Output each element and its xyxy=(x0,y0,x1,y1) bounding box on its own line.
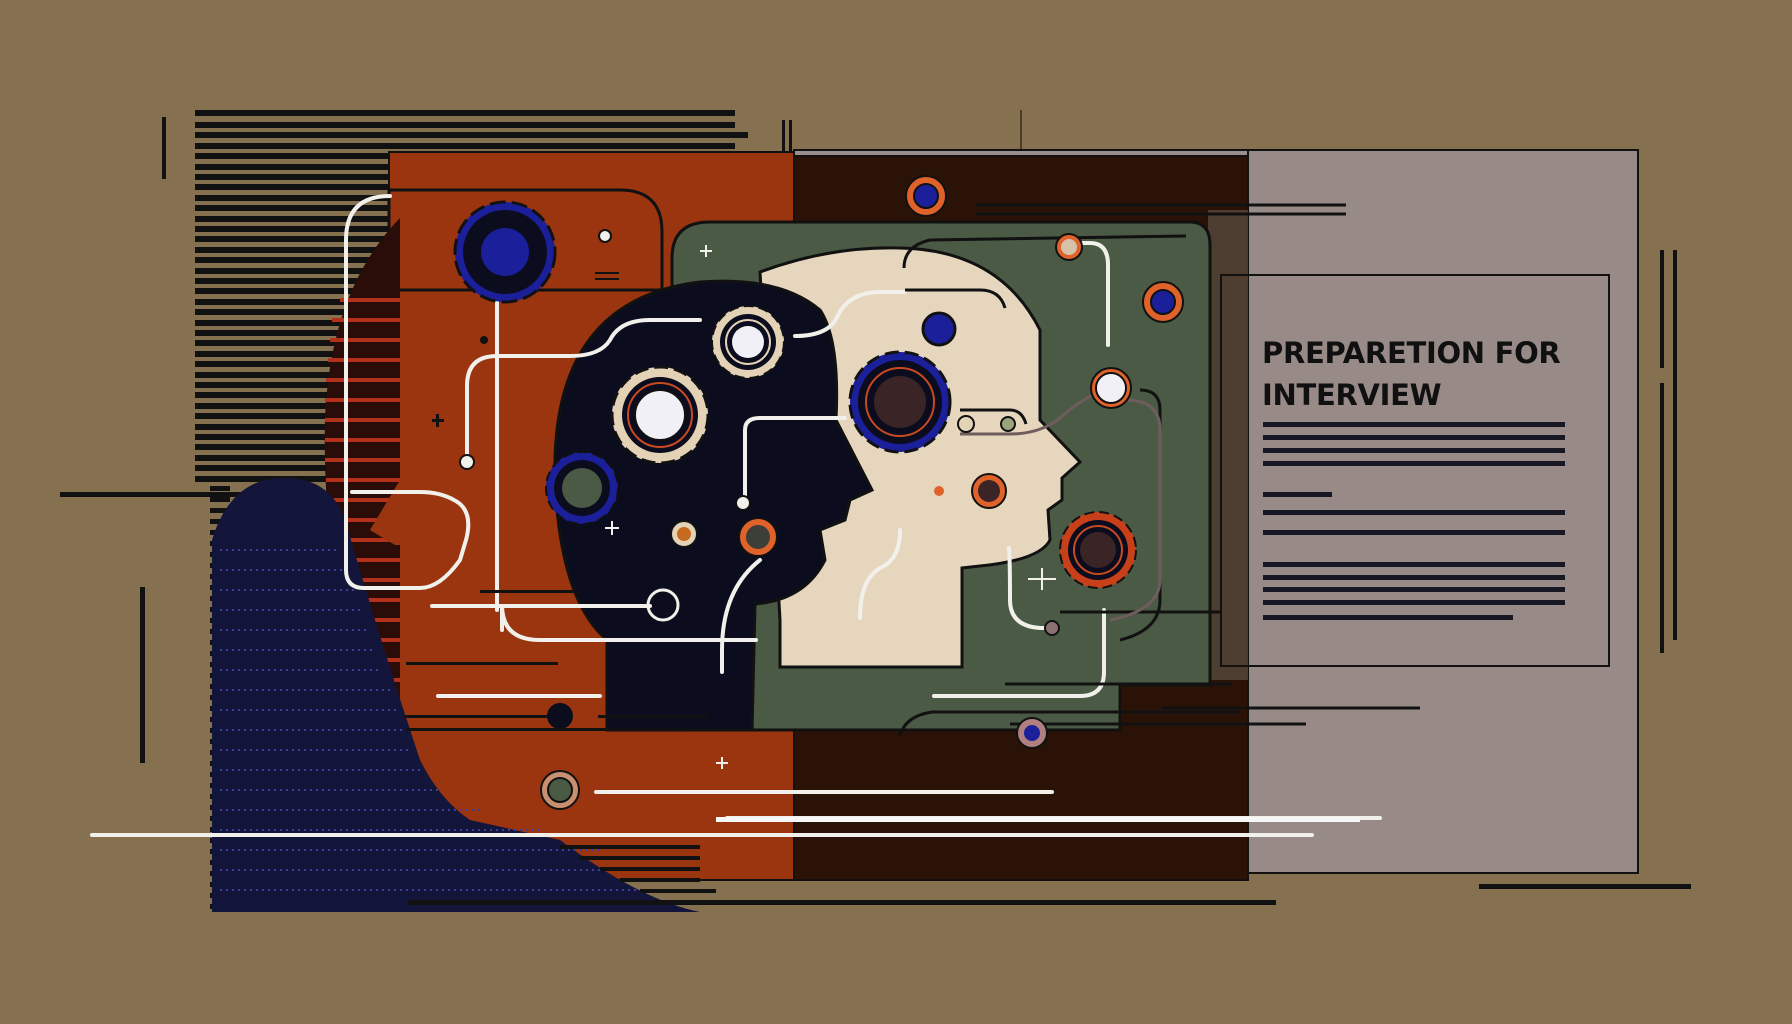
gear-icon xyxy=(610,365,710,465)
document-text-lines xyxy=(1263,422,1565,620)
gear-icon xyxy=(848,350,952,454)
gear-icon xyxy=(545,451,619,525)
rust-stripes-bottom xyxy=(560,845,716,893)
node-icons xyxy=(459,175,1184,810)
dark-traces xyxy=(898,203,1420,737)
gear-icon xyxy=(711,305,785,379)
document-title: PREPARETION FOR INTERVIEW xyxy=(1262,332,1602,416)
sparkle-icons xyxy=(605,245,1056,769)
gear-icon xyxy=(1059,511,1137,589)
document-inner-frame xyxy=(1220,274,1610,667)
navy-dotted-figure xyxy=(212,477,700,912)
accent-line xyxy=(140,587,145,763)
gear-icon xyxy=(453,200,557,304)
dark-dashes xyxy=(404,590,1691,905)
document-title-line-2: INTERVIEW xyxy=(1262,378,1442,412)
document-title-line-1: PREPARETION FOR xyxy=(1262,336,1561,370)
accent-line xyxy=(60,492,250,497)
accent-line xyxy=(162,117,166,179)
